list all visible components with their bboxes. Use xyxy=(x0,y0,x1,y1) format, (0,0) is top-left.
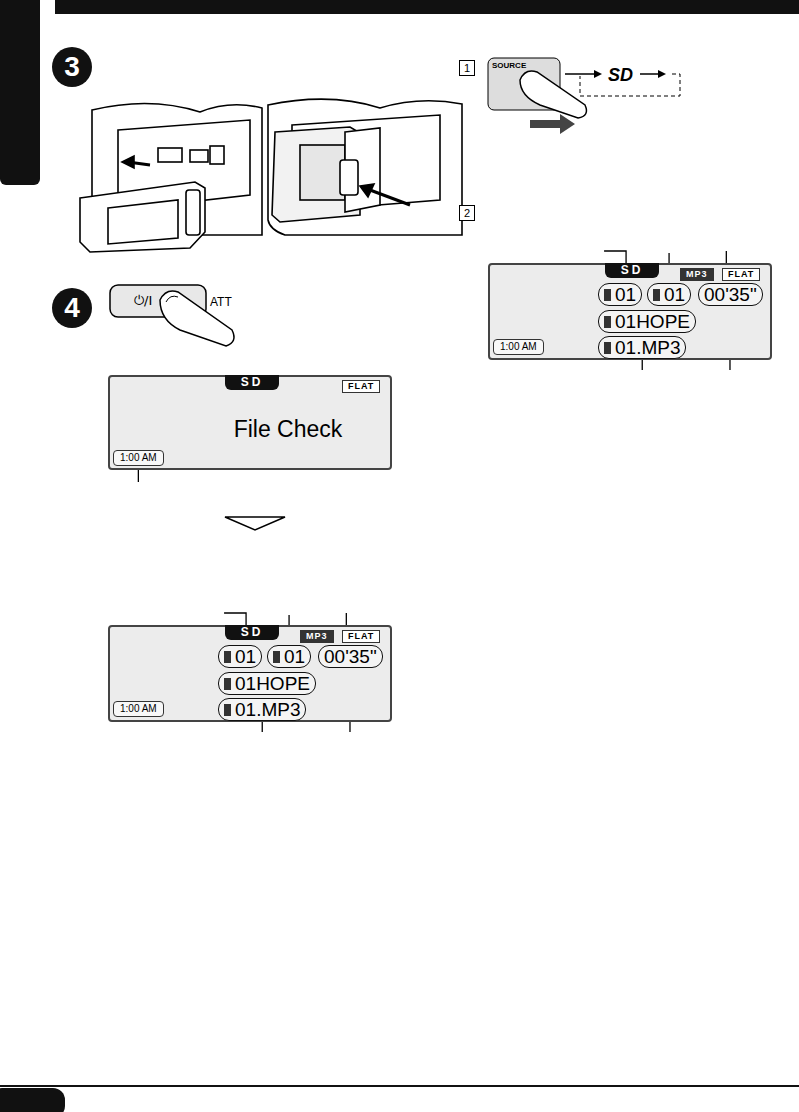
finger xyxy=(160,291,234,346)
sub-step-number: 2 xyxy=(459,205,475,221)
clock: 1:00 AM xyxy=(113,701,164,717)
eq-indicator: FLAT xyxy=(342,380,380,393)
cycle-arrow xyxy=(565,73,598,75)
file-name: 01.MP3 xyxy=(218,698,306,721)
track-number: 01 xyxy=(267,645,311,668)
lcd-display: SD MP3 FLAT 0101 00'35"01HOPE 01.MP3 1:00 AM xyxy=(108,625,392,722)
folder-number: 01 xyxy=(218,645,262,668)
step-number: 3 xyxy=(52,47,92,87)
source-header: SD xyxy=(225,375,280,390)
folder-number: 01 xyxy=(598,283,642,306)
button-label: SOURCE xyxy=(492,62,526,70)
button-label: ⏻/I xyxy=(134,294,152,307)
arrowhead xyxy=(658,70,666,78)
format-indicator: MP3 xyxy=(300,630,334,643)
top-bar xyxy=(55,0,799,14)
track-number: 01 xyxy=(647,283,691,306)
format-indicator: MP3 xyxy=(680,268,714,281)
eq-indicator: FLAT xyxy=(722,268,760,281)
sub-step-number: 1 xyxy=(459,60,475,76)
folder-name: 01HOPE xyxy=(218,672,316,695)
side-tab xyxy=(0,0,40,40)
finger xyxy=(520,71,586,118)
page-tab xyxy=(0,1088,65,1112)
play-time: 00'35" xyxy=(698,283,763,306)
bottom-rule xyxy=(0,1085,799,1087)
source-header: SD xyxy=(605,263,660,278)
source-name: SD xyxy=(608,66,633,84)
eq-indicator: FLAT xyxy=(342,630,380,643)
fingernail xyxy=(166,296,178,302)
lcd-display: SD FLAT File Check 1:00 AM xyxy=(108,375,392,470)
leader-line xyxy=(642,360,643,370)
lcd-display: SD MP3 FLAT 0101 00'35"01HOPE 01.MP3 1:00 AM xyxy=(488,263,772,360)
clock: 1:00 AM xyxy=(493,339,544,355)
file-name: 01.MP3 xyxy=(598,336,686,359)
leader-line xyxy=(262,722,263,732)
status-message: File Check xyxy=(234,418,343,441)
arrowhead xyxy=(594,70,602,78)
faceplate-attach xyxy=(80,103,262,252)
clock: 1:00 AM xyxy=(113,450,164,466)
faceplate-attach xyxy=(268,99,462,235)
source-header: SD xyxy=(225,625,280,640)
side-tab xyxy=(0,30,40,185)
down-arrow xyxy=(225,517,285,530)
button-label: ATT xyxy=(210,296,232,308)
play-time: 00'35" xyxy=(318,645,383,668)
step-number: 4 xyxy=(52,288,92,328)
folder-name: 01HOPE xyxy=(598,310,696,333)
press-arrow xyxy=(530,114,575,134)
